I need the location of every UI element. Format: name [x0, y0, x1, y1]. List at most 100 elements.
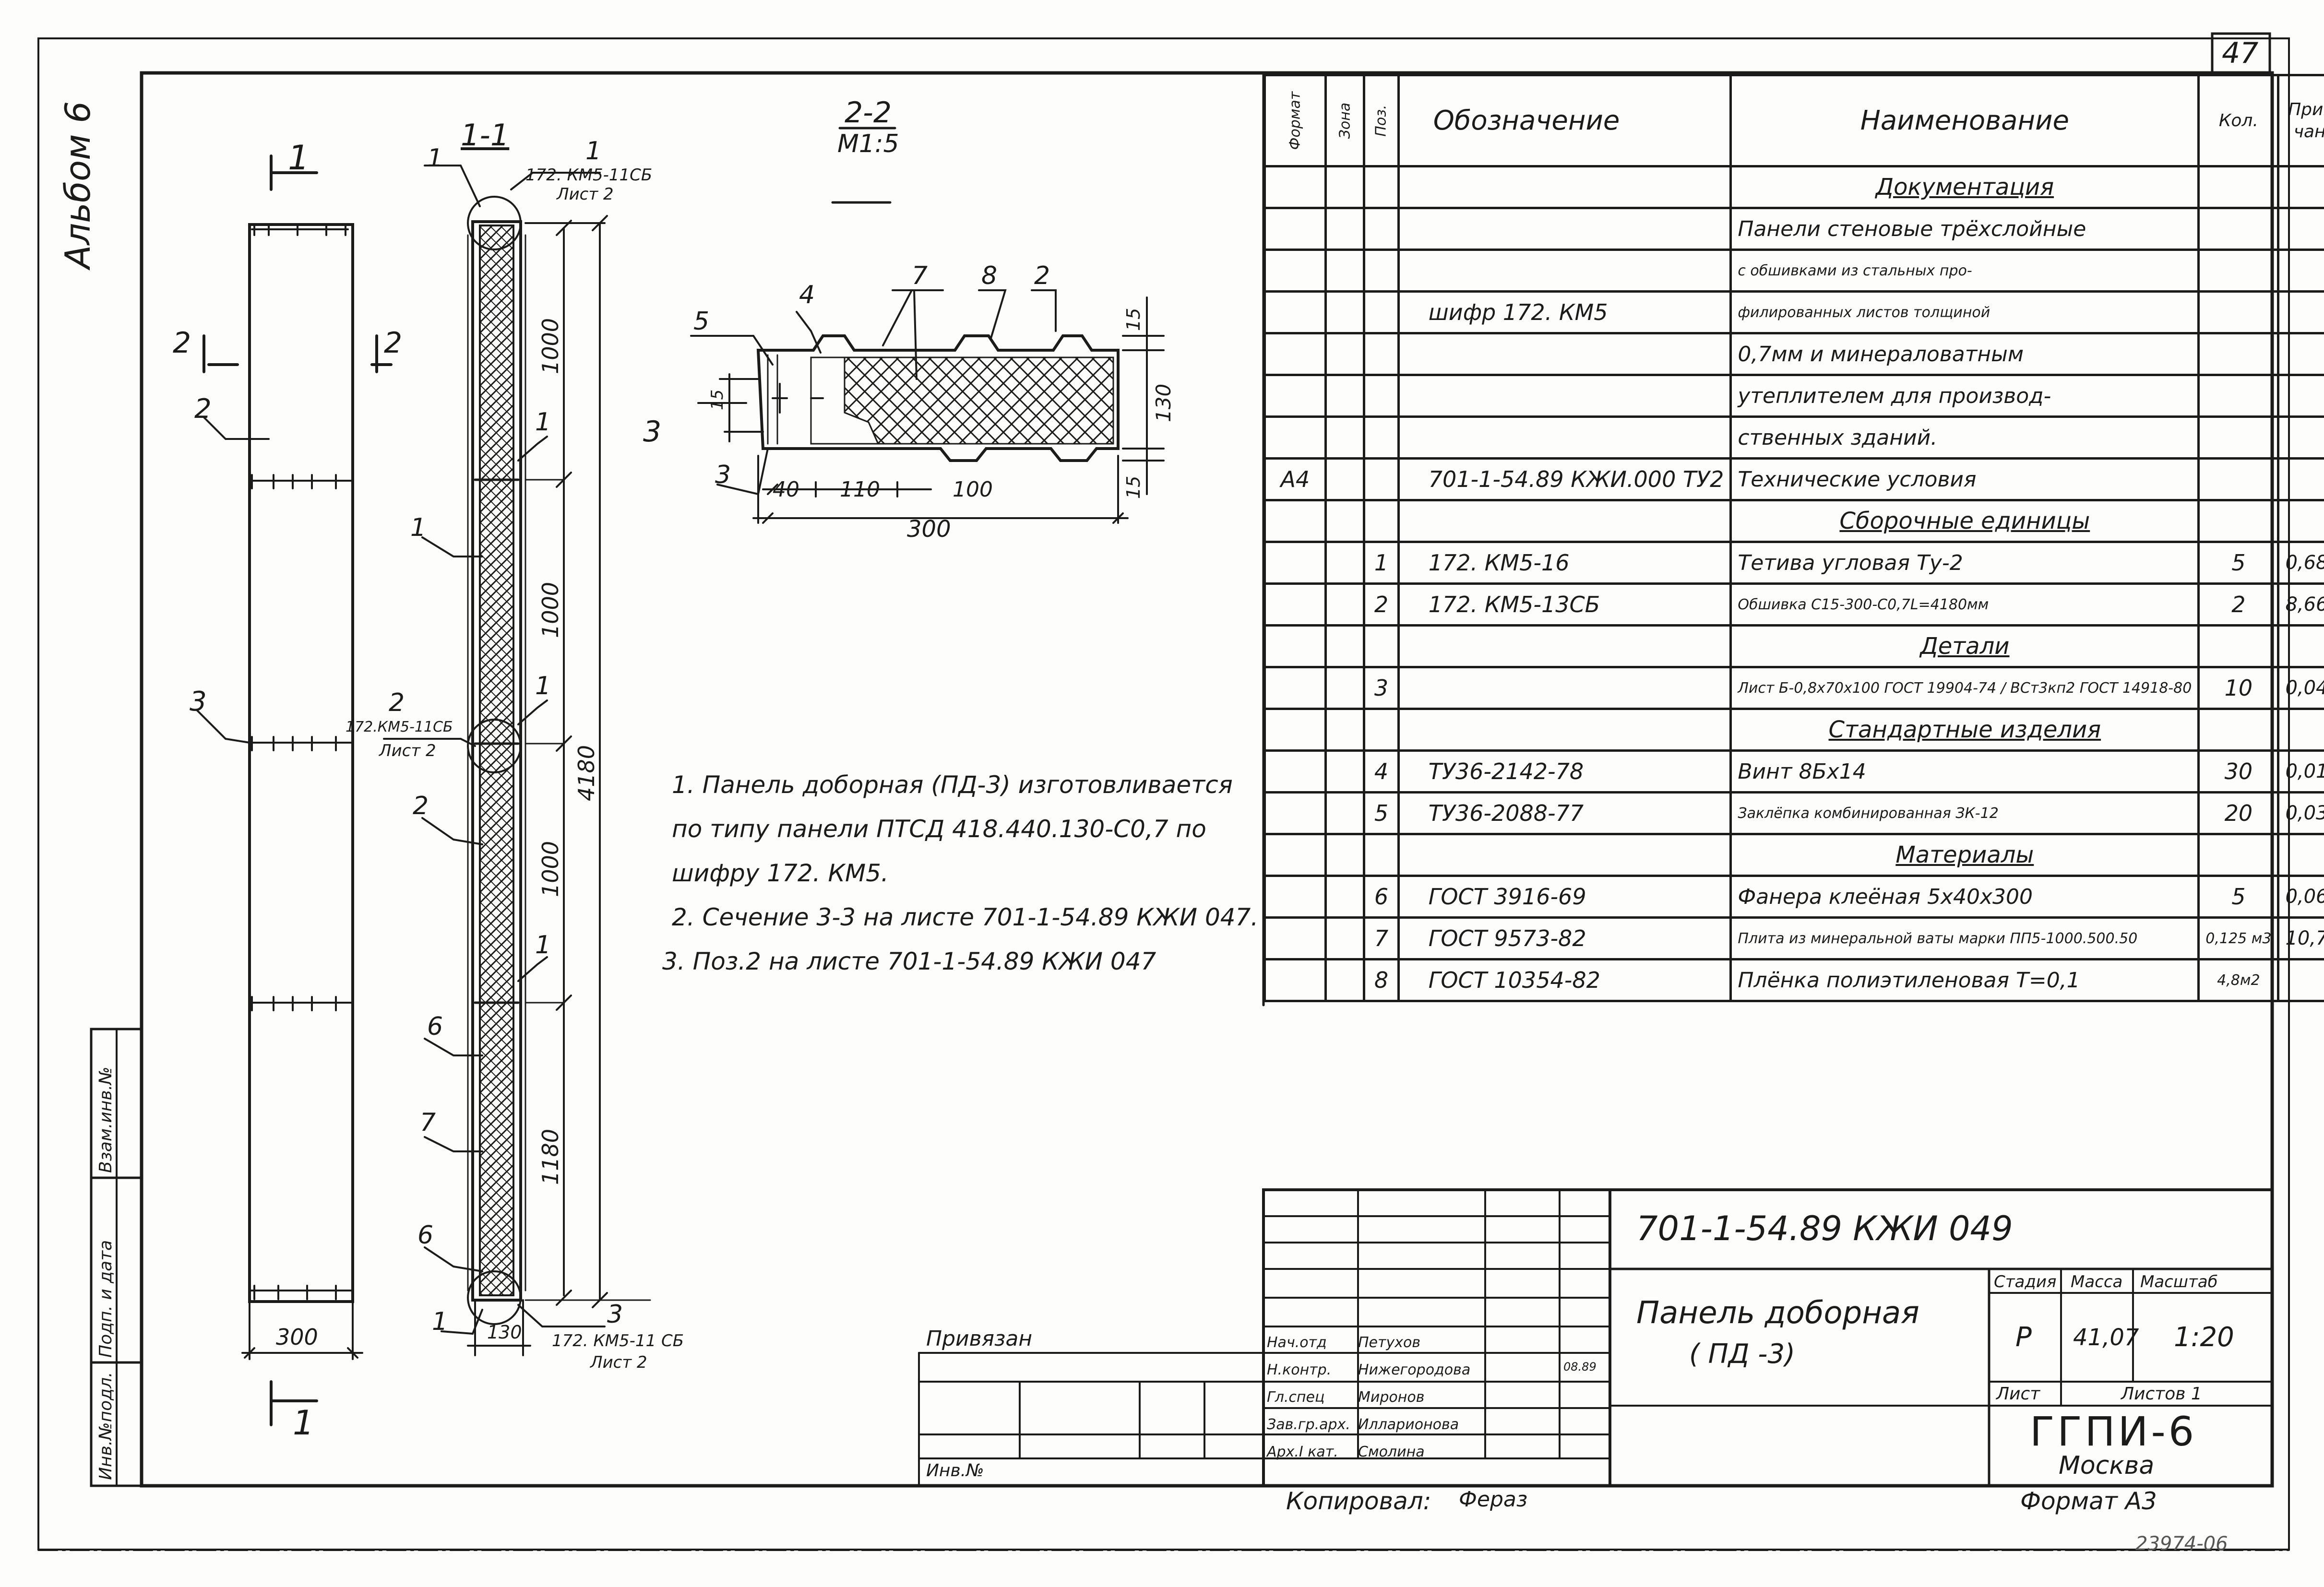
spec-cell-qty: [2197, 415, 2280, 460]
signer-role: Н.контр.: [1267, 1362, 1332, 1378]
spec-cell-designation: [1397, 624, 1732, 668]
spec-cell-pos: [1363, 165, 1400, 209]
mass-value: 41,07: [2073, 1324, 2139, 1351]
spec-cell-pos: [1363, 207, 1400, 251]
spec-cell-name: Плита из минеральной ваты марки ПП5-1000…: [1729, 916, 2200, 960]
spec-cell-name: Плёнка полиэтиленовая Т=0,1: [1729, 958, 2200, 1002]
signer-name: Смолина: [1358, 1444, 1425, 1460]
spec-cell-format: [1263, 374, 1327, 418]
spec-cell-note: 0,68кг: [2277, 541, 2324, 585]
spec-cell-note: 8,66кг.: [2277, 582, 2324, 627]
s11-mid-ref-code: 172.КМ5-11СБ: [346, 719, 453, 735]
sheets-label: Листов 1: [2121, 1384, 2202, 1404]
spec-cell-designation: ГОСТ 10354-82: [1397, 958, 1732, 1002]
specification-table: Формат Зона Поз. Обозначение Наименовани…: [1263, 74, 2324, 1002]
spec-cell-zone: [1324, 499, 1366, 543]
s11-bot-ref-code: 172. КМ5-11 СБ: [552, 1331, 684, 1350]
s22-dim-110: 110: [840, 477, 880, 502]
spec-cell-designation: ГОСТ 3916-69: [1397, 875, 1732, 919]
spec-cell-zone: [1324, 875, 1366, 919]
spec-row: ственных зданий.: [1263, 415, 2324, 460]
spec-cell-pos: 7: [1363, 916, 1400, 960]
s11-top-ref-num: 1: [585, 137, 602, 166]
spec-cell-qty: [2197, 708, 2280, 752]
spec-row: с обшивками из стальных про-: [1263, 249, 2324, 293]
drawing-title-line1: Панель доборная: [1636, 1295, 1919, 1331]
s22-callout-4: 4: [799, 281, 815, 309]
spec-cell-name: Стандартные изделия: [1729, 708, 2200, 752]
spec-cell-pos: [1363, 624, 1400, 668]
header-format: Формат: [1263, 74, 1327, 167]
spec-cell-name: Материалы: [1729, 833, 2200, 877]
spec-cell-zone: [1324, 749, 1366, 794]
spec-cell-note: [2277, 457, 2324, 501]
spec-cell-designation: [1397, 666, 1732, 710]
spec-row: Панели стеновые трёхслойные: [1263, 207, 2324, 251]
s22-overall-dim: 300: [907, 516, 951, 543]
s11-top-callout: 1: [427, 144, 443, 173]
spec-cell-name: Обшивка С15-300-С0,7L=4180мм: [1729, 582, 2200, 627]
spec-cell-name: 0,7мм и минераловатным: [1729, 332, 2200, 376]
spec-row: Документация: [1263, 165, 2324, 209]
s11-mid-ref-sheet: Лист 2: [379, 741, 436, 760]
copied-by-label: Копировал:: [1286, 1487, 1431, 1515]
s11-callout-6a: 6: [427, 1012, 443, 1041]
s11-dim-1: 1000: [537, 318, 563, 374]
s11-callout-7: 7: [420, 1108, 436, 1137]
note-line: 2. Сечение 3-3 на листе 701-1-54.89 КЖИ …: [672, 903, 1259, 931]
sheet-label: Лист: [1996, 1384, 2040, 1404]
spec-row: Стандартные изделия: [1263, 708, 2324, 752]
spec-cell-qty: 5: [2197, 541, 2280, 585]
spec-cell-name: утеплителем для производ-: [1729, 374, 2200, 418]
section-2-2-profile: [756, 334, 1120, 462]
spec-cell-qty: 30: [2197, 749, 2280, 794]
city: Москва: [2059, 1451, 2155, 1480]
spec-cell-note: 0,01кг: [2277, 749, 2324, 794]
spec-cell-name: Детали: [1729, 624, 2200, 668]
s22-dim-right-15a: 15: [1123, 308, 1144, 331]
spec-cell-note: 10,75: [2277, 916, 2324, 960]
spec-cell-zone: [1324, 582, 1366, 627]
s22-callout-2: 2: [1034, 261, 1050, 290]
spec-cell-pos: [1363, 374, 1400, 418]
spec-cell-note: 0,06кг: [2277, 875, 2324, 919]
signer-role: Нач.отд: [1267, 1334, 1327, 1351]
spec-cell-qty: [2197, 833, 2280, 877]
organization: ГГПИ-6: [2030, 1408, 2197, 1455]
spec-cell-note: [2277, 290, 2324, 334]
header-format-text: Формат: [1287, 91, 1304, 150]
s11-top-ref-sheet: Лист 2: [557, 185, 614, 204]
spec-cell-note: [2277, 207, 2324, 251]
spec-cell-note: 0,04кг: [2277, 666, 2324, 710]
signer-name: Нижегородова: [1358, 1362, 1471, 1378]
spec-cell-zone: [1324, 374, 1366, 418]
spec-cell-qty: [2197, 207, 2280, 251]
spec-cell-designation: ГОСТ 9573-82: [1397, 916, 1732, 960]
signer-role: Зав.гр.арх.: [1267, 1416, 1350, 1433]
spec-cell-format: [1263, 958, 1327, 1002]
s11-width-dim: 130: [487, 1322, 522, 1343]
spec-cell-format: [1263, 415, 1327, 460]
spec-cell-qty: [2197, 374, 2280, 418]
paper-format: Формат А3: [2020, 1487, 2157, 1515]
elev-section-mark-bottom: 1: [293, 1403, 314, 1443]
s22-dim-100: 100: [953, 477, 993, 502]
spec-cell-pos: [1363, 499, 1400, 543]
s11-right-callout-1a: 1: [535, 408, 551, 437]
sheet-number: 47: [2222, 36, 2259, 70]
spec-cell-qty: 5: [2197, 875, 2280, 919]
spec-cell-zone: [1324, 541, 1366, 585]
bound-label: Привязан: [926, 1326, 1033, 1351]
elev-callout-2: 2: [194, 393, 212, 425]
spec-cell-zone: [1324, 415, 1366, 460]
signer-name: Илларионова: [1358, 1416, 1459, 1433]
spec-cell-format: [1263, 916, 1327, 960]
note-line: 3. Поз.2 на листе 701-1-54.89 КЖИ 047: [662, 947, 1156, 975]
spec-cell-pos: 1: [1363, 541, 1400, 585]
spec-cell-qty: [2197, 290, 2280, 334]
s11-overall-dim: 4180: [573, 745, 599, 801]
section-2-2-scale: М1:5: [837, 130, 899, 158]
